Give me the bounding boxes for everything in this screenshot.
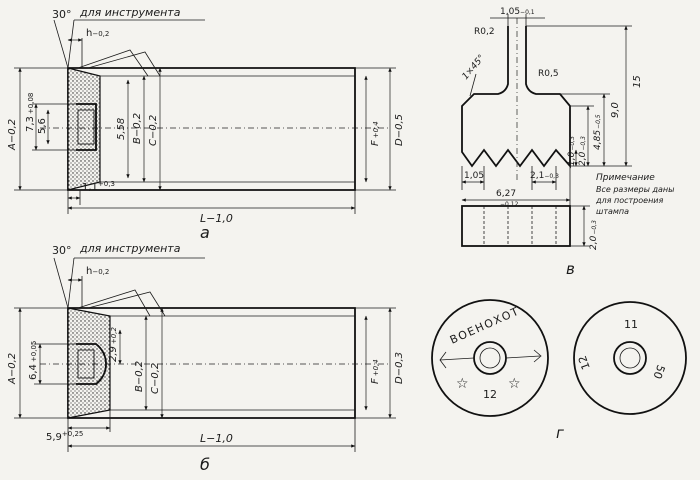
figure-a-cartridge-section xyxy=(14,19,396,214)
fig-g-brand: ВОЕНОХОТ xyxy=(448,304,522,346)
fig-g-12: 12 xyxy=(576,354,593,372)
fig-b-D: D−0,3 xyxy=(394,352,405,384)
fig-v-2-1: 2,1−0,3 xyxy=(530,171,559,181)
fig-v-note-line-2: для построения xyxy=(595,196,664,205)
fig-b-6-4: 6,4+0,05 xyxy=(28,341,39,380)
fig-b-B: B−0,2 xyxy=(134,361,145,392)
fig-v-1-0: 1,0−0,3 xyxy=(567,136,577,166)
fig-v-R0-2: R0,2 xyxy=(474,27,495,37)
fig-a-1-1: 1,1+0,3 xyxy=(82,180,115,193)
fig-a-C: C−0,2 xyxy=(148,115,159,146)
fig-a-7-3: 7,3+0,08 xyxy=(25,93,36,132)
figure-b-cartridge-section xyxy=(14,257,396,452)
fig-b-5-9: 5,9+0,25 xyxy=(46,430,83,443)
figure-v-labels: 1,05−0,1 R0,2 R0,5 1×45° 15 9,0 4,85−0,5… xyxy=(461,7,675,278)
fig-a-h: h−0,2 xyxy=(86,28,109,39)
figure-a-labels: 30° для инструмента h−0,2 A−0,2 7,3+0,08… xyxy=(7,6,405,242)
fig-b-C: C−0,2 xyxy=(150,363,161,394)
fig-b-2-9: 2,9+0,2 xyxy=(108,327,119,362)
fig-g-caption: г xyxy=(556,424,564,442)
fig-g-gauge: 12 xyxy=(483,388,497,401)
fig-a-5-6: 5,6 xyxy=(37,118,48,134)
fig-b-tool-label: для инструмента xyxy=(79,242,181,255)
fig-v-2-0b: 2,0−0,3 xyxy=(589,220,599,250)
figure-b-labels: 30° для инструмента h−0,2 A−0,2 6,4+0,05… xyxy=(7,242,405,474)
fig-b-A: A−0,2 xyxy=(7,353,18,385)
fig-v-6-27-tol: −0,12 xyxy=(500,201,519,208)
fig-v-15: 15 xyxy=(632,75,643,88)
fig-a-angle: 30° xyxy=(52,8,72,21)
fig-v-4-85: 4,85−0,5 xyxy=(593,114,603,150)
fig-b-h: h−0,2 xyxy=(86,266,109,277)
fig-g-star-left: ☆ xyxy=(456,376,469,392)
fig-v-2-0: 2,0−0,3 xyxy=(578,136,588,166)
fig-v-note-line-1: Все размеры даны xyxy=(596,185,674,194)
fig-v-note-line-3: штампа xyxy=(596,207,629,216)
fig-v-chamfer: 1×45° xyxy=(461,53,487,82)
fig-v-9-0: 9,0 xyxy=(610,102,621,118)
fig-b-F: F+0,4 xyxy=(370,359,381,384)
figure-v-stamp-profile xyxy=(461,14,632,247)
fig-b-L: L−1,0 xyxy=(200,432,233,445)
fig-g-star-right: ☆ xyxy=(508,376,521,392)
fig-g-11: 11 xyxy=(624,318,638,331)
figure-g-headstamp-right xyxy=(573,301,687,415)
fig-a-F: F+0,4 xyxy=(370,121,381,146)
fig-a-5-58: 5,58 xyxy=(116,118,127,140)
fig-v-note-title: Примечание xyxy=(596,173,655,183)
fig-v-6-27: 6,27 xyxy=(496,189,516,199)
fig-v-caption: в xyxy=(566,260,575,278)
fig-a-D: D−0,5 xyxy=(394,114,405,146)
fig-b-caption: б xyxy=(200,455,210,474)
fig-a-A: A−0,2 xyxy=(7,119,18,151)
fig-a-tool-label: для инструмента xyxy=(79,6,181,19)
fig-g-50: 50 xyxy=(650,363,667,381)
fig-a-caption: а xyxy=(200,223,210,242)
fig-v-1-05: 1,05−0,1 xyxy=(500,7,535,17)
figure-g-headstamp-left: ☆ ☆ xyxy=(431,299,549,417)
fig-v-R0-5: R0,5 xyxy=(538,69,559,79)
fig-b-angle: 30° xyxy=(52,244,72,257)
fig-v-1-05b: 1,05 xyxy=(464,171,484,181)
fig-a-B: B−0,2 xyxy=(132,113,143,144)
fig-a-L: L−1,0 xyxy=(200,212,233,225)
